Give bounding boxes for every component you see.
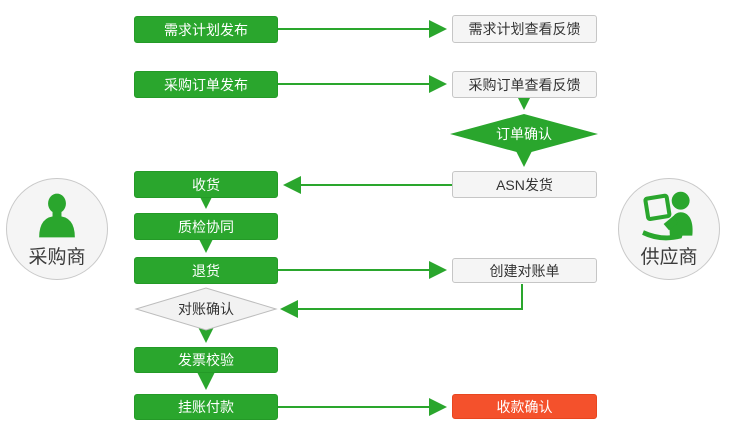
supplier-actor: 供应商 bbox=[618, 178, 720, 280]
node-receive-goods: 收货 bbox=[134, 171, 278, 198]
node-create-statement: 创建对账单 bbox=[452, 258, 597, 283]
node-demand-plan-publish: 需求计划发布 bbox=[134, 16, 278, 43]
node-po-publish: 采购订单发布 bbox=[134, 71, 278, 98]
node-quality-collab: 质检协同 bbox=[134, 213, 278, 240]
order-confirm-diamond bbox=[450, 114, 598, 154]
statement-confirm-diamond bbox=[134, 287, 278, 331]
supplier-label: 供应商 bbox=[640, 247, 698, 268]
node-receipt-confirm: 收款确认 bbox=[452, 394, 597, 419]
person-icon bbox=[32, 187, 82, 241]
connector-statement-confirm bbox=[280, 284, 523, 318]
node-book-payment: 挂账付款 bbox=[134, 394, 278, 420]
buyer-label: 采购商 bbox=[28, 247, 86, 268]
node-invoice-verify: 发票校验 bbox=[134, 347, 278, 373]
buyer-actor: 采购商 bbox=[6, 178, 108, 280]
node-po-feedback: 采购订单查看反馈 bbox=[452, 71, 597, 98]
person-laptop-icon bbox=[640, 187, 698, 241]
node-asn-ship: ASN发货 bbox=[452, 171, 597, 198]
node-demand-plan-feedback: 需求计划查看反馈 bbox=[452, 15, 597, 43]
node-return-goods: 退货 bbox=[134, 257, 278, 284]
